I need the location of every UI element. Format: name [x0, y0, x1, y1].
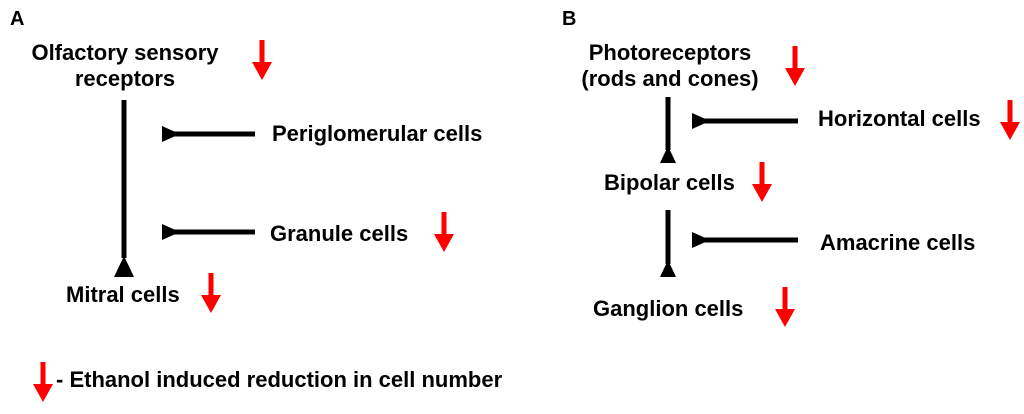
legend-reduction-arrow-icon — [33, 362, 53, 402]
periglomerular-cells-label: Periglomerular cells — [272, 121, 483, 146]
photoreceptors-line-1: Photoreceptors — [588, 40, 752, 65]
mitral-cells-label: Mitral cells — [66, 282, 180, 307]
bipolar-synapse-triangle — [660, 146, 676, 163]
amacrine-connection — [692, 232, 798, 248]
mitral-reduction-arrow-icon — [201, 273, 221, 313]
granule-cells-label: Granule cells — [270, 221, 409, 246]
panel-b-letter: B — [562, 8, 577, 30]
photoreceptors-reduction-arrow-icon — [785, 46, 805, 86]
granule-connection — [162, 224, 255, 240]
receptor-to-mitral-connection — [114, 100, 134, 277]
olfactory-receptors-label: Olfactory sensory receptors — [20, 40, 230, 92]
photoreceptors-line-2: (rods and cones) — [581, 66, 759, 91]
horizontal-reduction-arrow-icon — [1000, 100, 1020, 140]
bipolar-cells-label: Bipolar cells — [604, 170, 735, 195]
periglomerular-synapse-triangle — [162, 126, 180, 142]
mitral-synapse-triangle — [114, 256, 134, 277]
horizontal-cells-label: Horizontal cells — [818, 106, 981, 131]
olfactory-receptors-reduction-arrow-icon — [252, 40, 272, 80]
granule-synapse-triangle — [162, 224, 180, 240]
panel-a-letter: A — [10, 8, 25, 30]
ganglion-cells-label: Ganglion cells — [593, 296, 744, 321]
bipolar-reduction-arrow-icon — [752, 162, 772, 202]
olfactory-receptors-line-2: receptors — [74, 66, 176, 91]
amacrine-synapse-triangle — [692, 232, 710, 248]
horizontal-connection — [692, 113, 798, 129]
ganglion-reduction-arrow-icon — [775, 287, 795, 327]
horizontal-synapse-triangle — [692, 113, 710, 129]
photoreceptors-label: Photoreceptors (rods and cones) — [565, 40, 775, 92]
photoreceptor-to-bipolar-connection — [660, 97, 676, 163]
olfactory-receptors-line-1: Olfactory sensory — [31, 40, 219, 65]
amacrine-cells-label: Amacrine cells — [820, 230, 976, 255]
ganglion-synapse-triangle — [660, 260, 676, 277]
granule-reduction-arrow-icon — [434, 212, 454, 252]
legend-text: - Ethanol induced reduction in cell numb… — [56, 367, 503, 392]
bipolar-to-ganglion-connection — [660, 210, 676, 277]
periglomerular-connection — [162, 126, 255, 142]
